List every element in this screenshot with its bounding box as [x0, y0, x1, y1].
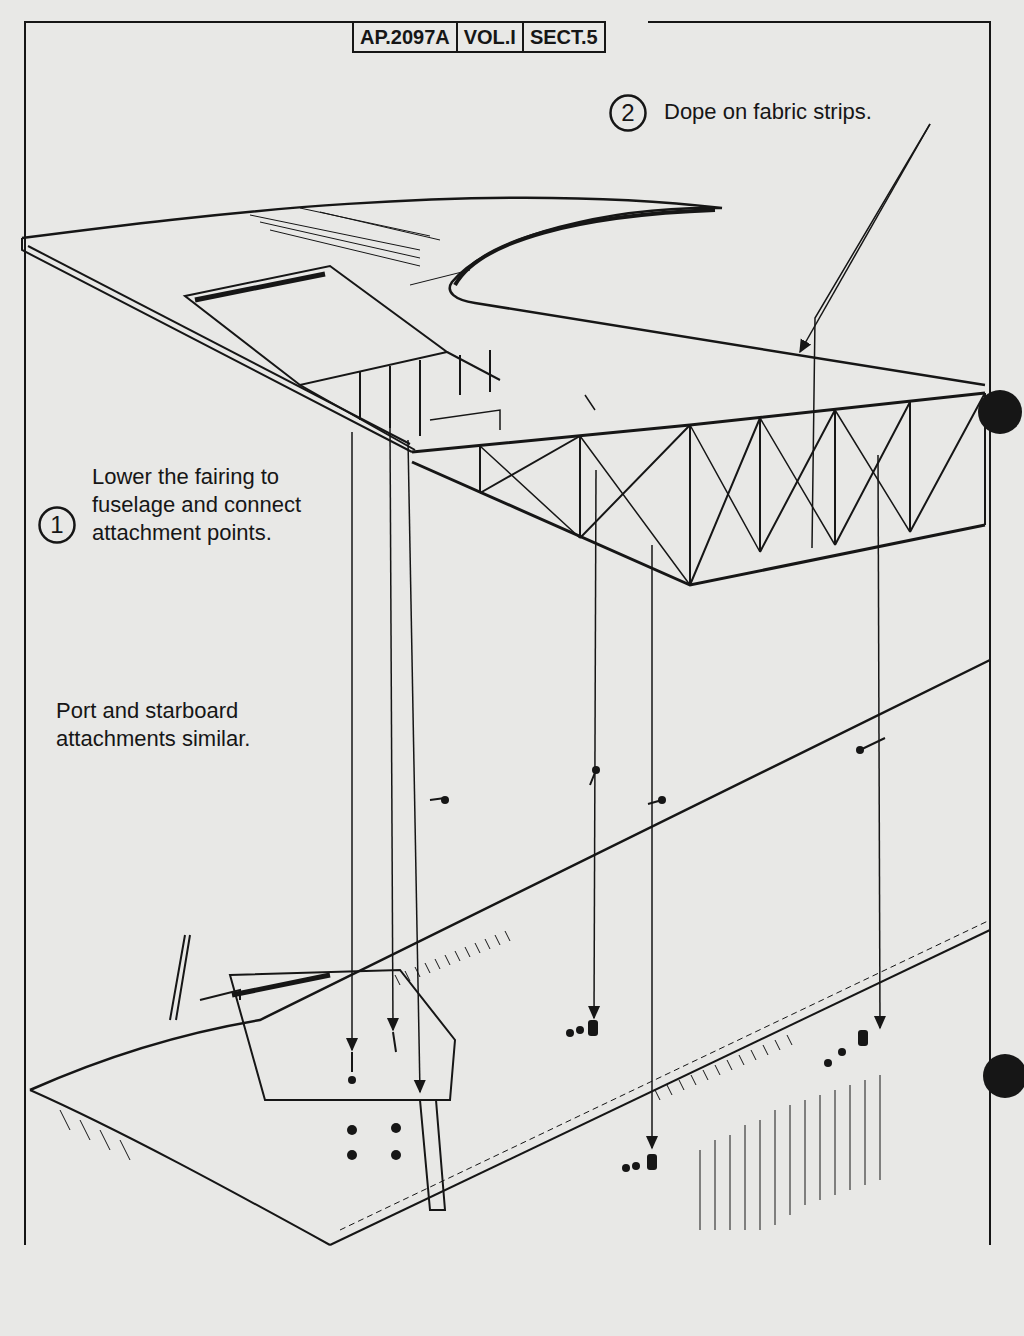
- header-box: SECT.5: [522, 21, 606, 53]
- callout-circle: 1: [38, 506, 76, 544]
- header-text: SECT.5: [530, 26, 598, 48]
- callout-circle: 2: [609, 94, 647, 132]
- header-box: VOL.I: [456, 21, 524, 53]
- header-text: VOL.I: [464, 26, 516, 48]
- callout-number: 2: [609, 99, 647, 127]
- note-text: Port and starboard attachments similar.: [56, 697, 311, 753]
- header-text: AP.2097A: [360, 26, 450, 48]
- note-text: Lower the fairing to fuselage and connec…: [92, 463, 337, 547]
- header-box: AP.2097A: [352, 21, 458, 53]
- note-text: Dope on fabric strips.: [664, 98, 934, 126]
- callout-number: 1: [38, 511, 76, 539]
